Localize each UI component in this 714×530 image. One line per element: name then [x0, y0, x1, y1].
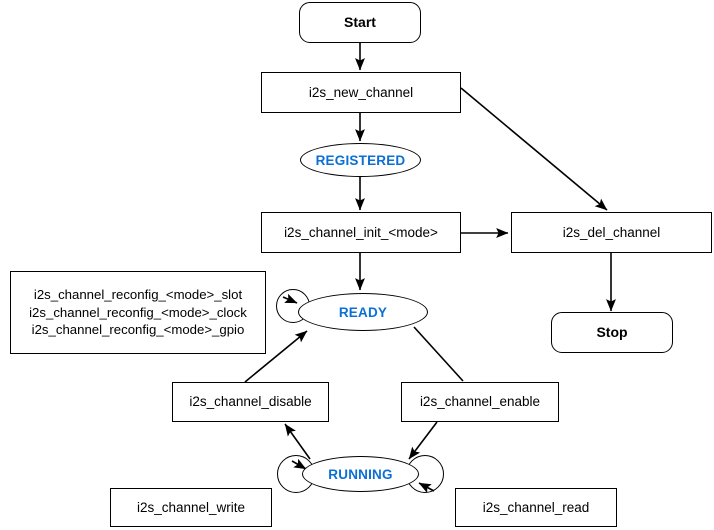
state-registered[interactable]: REGISTERED — [300, 143, 421, 177]
node-start-label: Start — [344, 14, 376, 31]
node-stop-label: Stop — [596, 324, 628, 341]
node-i2s-channel-write-label: i2s_channel_write — [136, 499, 246, 515]
node-i2s-channel-enable[interactable]: i2s_channel_enable — [401, 382, 559, 422]
node-i2s-channel-disable-label: i2s_channel_disable — [189, 394, 312, 410]
node-start[interactable]: Start — [299, 2, 421, 43]
node-i2s-channel-write[interactable]: i2s_channel_write — [110, 488, 272, 527]
node-i2s-del-channel-label: i2s_del_channel — [562, 224, 661, 240]
edge-running-to-channel-disable — [284, 423, 311, 460]
edge-channel-enable-to-running — [408, 421, 438, 460]
state-running-label: RUNNING — [328, 466, 393, 482]
node-i2s-channel-reconfig[interactable]: i2s_channel_reconfig_<mode>_slot i2s_cha… — [10, 271, 266, 354]
node-i2s-channel-read[interactable]: i2s_channel_read — [455, 488, 617, 527]
state-ready-label: READY — [338, 304, 388, 320]
node-stop[interactable]: Stop — [551, 312, 673, 353]
state-ready[interactable]: READY — [298, 293, 428, 331]
state-registered-label: REGISTERED — [315, 152, 406, 168]
node-i2s-channel-enable-label: i2s_channel_enable — [419, 394, 541, 410]
node-i2s-new-channel-label: i2s_new_channel — [308, 84, 414, 100]
node-i2s-channel-init[interactable]: i2s_channel_init_<mode> — [261, 212, 461, 253]
node-i2s-channel-read-label: i2s_channel_read — [482, 499, 590, 515]
node-i2s-channel-init-label: i2s_channel_init_<mode> — [284, 224, 438, 240]
edge-new-channel-to-del-channel — [460, 87, 608, 211]
state-running[interactable]: RUNNING — [302, 456, 419, 492]
edge-ready-to-channel-enable — [413, 326, 464, 382]
node-i2s-channel-disable[interactable]: i2s_channel_disable — [172, 382, 329, 422]
node-i2s-new-channel[interactable]: i2s_new_channel — [261, 72, 461, 113]
node-i2s-del-channel[interactable]: i2s_del_channel — [511, 212, 712, 253]
node-i2s-channel-reconfig-label: i2s_channel_reconfig_<mode>_slot i2s_cha… — [29, 287, 247, 338]
